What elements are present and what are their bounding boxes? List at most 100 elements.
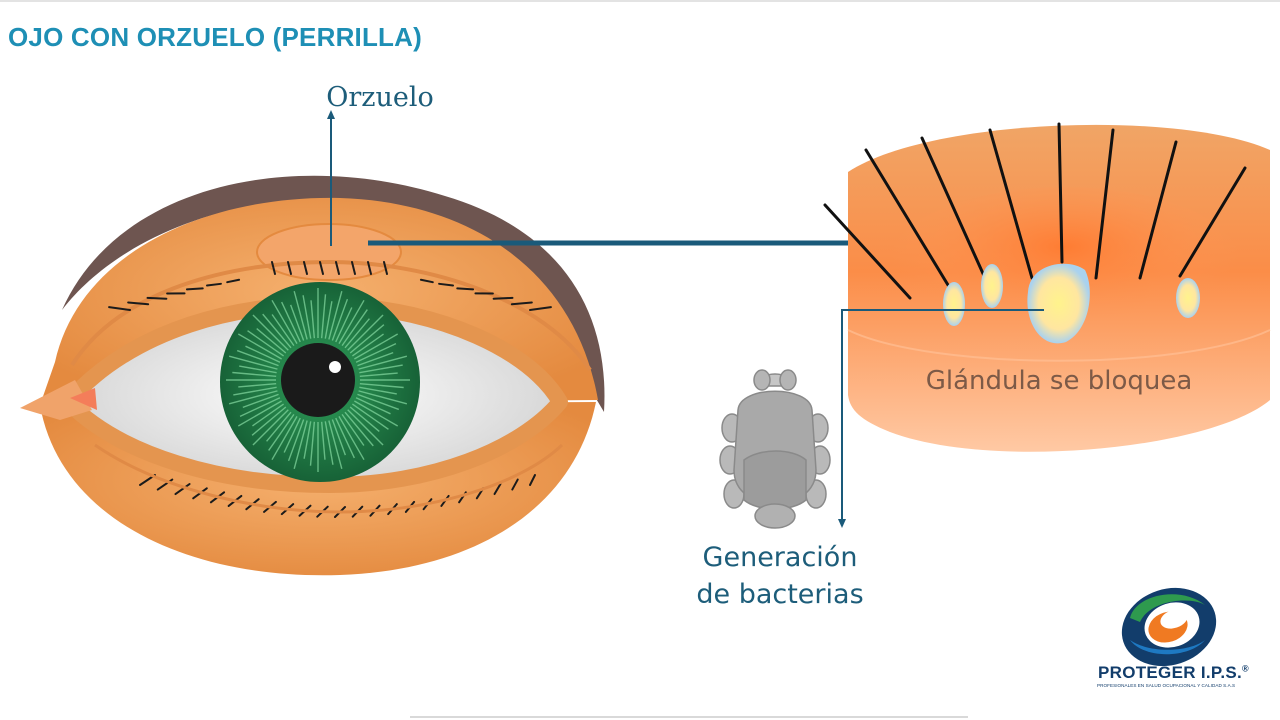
iris-fiber [289, 304, 305, 341]
iris-fiber [271, 416, 298, 461]
gland-cross-section: Glándula se bloquea [823, 122, 1271, 452]
iris-fiber [233, 386, 277, 396]
iris-fiber [237, 333, 282, 360]
iris-fiber [247, 330, 284, 357]
mite-abdomen [743, 450, 807, 510]
hair-4 [988, 128, 1034, 280]
stye-lash [351, 261, 356, 275]
iris-fiber [359, 364, 403, 374]
iris-fibers [226, 288, 410, 472]
iris-fiber [352, 333, 384, 357]
pupil-highlight [329, 361, 341, 373]
iris-fiber [310, 300, 316, 339]
caruncle [70, 388, 97, 410]
iris-fiber [232, 371, 277, 378]
iris-fiber [328, 290, 343, 340]
top-rule [0, 0, 1280, 2]
iris-fiber [359, 382, 404, 389]
hair-7 [1138, 140, 1178, 280]
lower-lid-rim [94, 443, 564, 514]
iris-fiber [344, 411, 374, 447]
gland-inflamed-area [890, 187, 1240, 337]
upper-lash [529, 306, 552, 311]
iris-fiber [328, 420, 343, 470]
upper-lash [205, 282, 222, 287]
logo-registered-mark: ® [1242, 663, 1249, 674]
iris-fiber [268, 414, 295, 451]
gland-hairs [823, 122, 1247, 300]
hair-2 [864, 148, 950, 287]
upper-lash [510, 301, 533, 306]
eye-illustration [20, 175, 605, 576]
iris-fiber [354, 400, 399, 427]
iris-fiber [331, 419, 347, 456]
iris-fiber [251, 406, 287, 436]
upper-lashes [108, 278, 552, 311]
lower-lash [529, 474, 536, 486]
iris-fiber [271, 314, 295, 346]
stye-lashes [271, 261, 388, 275]
hair-5 [1057, 122, 1064, 264]
iris-fiber [338, 299, 365, 344]
iris-fiber [347, 314, 384, 351]
stye-lash [367, 261, 372, 275]
bottom-rule [410, 716, 968, 718]
hair-6 [1094, 128, 1115, 280]
stye-label: Orzuelo [326, 82, 434, 113]
iris-fiber [341, 414, 365, 446]
hair-1 [823, 203, 912, 300]
iris-fiber [262, 313, 292, 349]
page-title: OJO CON ORZUELO (PERRILLA) [8, 22, 422, 52]
iris-fiber [303, 421, 312, 459]
lid-fold [70, 259, 592, 372]
iris-fiber [344, 318, 370, 349]
iris-fiber [228, 390, 278, 405]
logo-core-highlight [1160, 609, 1188, 629]
lower-lash [174, 483, 191, 496]
mite-eye-right [779, 369, 797, 391]
upper-lash [127, 301, 150, 306]
iris-fiber [341, 309, 368, 346]
iris-fiber [293, 290, 308, 340]
iris-fiber [347, 409, 384, 446]
stye-lash [287, 261, 292, 275]
iris-fiber [252, 409, 289, 446]
iris-fiber [252, 403, 284, 427]
iris-fiber [335, 307, 353, 343]
upper-lash [185, 287, 204, 291]
lower-lash [511, 478, 519, 491]
blocked-gland-1 [943, 282, 965, 326]
iris-fiber [237, 400, 282, 427]
iris-fiber [354, 333, 399, 360]
iris-fiber [266, 411, 292, 442]
stye-pointer-arrowhead [327, 110, 335, 119]
logo-blue-swoosh [1130, 640, 1205, 655]
logo-tagline: PROFESIONALES EN SALUD OCUPACIONAL Y CAL… [1097, 683, 1236, 688]
bacteria-pointer-arrowhead [838, 519, 846, 528]
bacteria-label-line2: de bacterias [696, 579, 863, 610]
iris-fiber [338, 416, 365, 461]
stye-lash [271, 261, 276, 275]
gland-layer-line [847, 329, 1271, 362]
iris-fiber [357, 351, 394, 367]
stye-lash [319, 261, 324, 275]
iris-fiber [293, 420, 308, 470]
iris-fiber [287, 419, 305, 462]
iris-fiber [335, 417, 355, 459]
iris-fiber [238, 382, 277, 388]
iris-fiber [309, 421, 316, 466]
proteger-logo [1121, 587, 1217, 667]
iris-fiber [320, 421, 326, 460]
logo-green-swoosh [1130, 594, 1205, 622]
upper-lash [146, 296, 168, 300]
upper-lash [108, 306, 131, 311]
iris-fiber [302, 295, 312, 339]
upper-lash [456, 287, 475, 291]
iris-fiber [239, 365, 277, 374]
iris-fiber [245, 345, 281, 363]
stye-bump [256, 223, 402, 281]
inner-corner [20, 380, 92, 420]
iris-fiber [357, 393, 400, 411]
iris-fiber [239, 397, 281, 417]
iris-fiber [281, 301, 301, 343]
